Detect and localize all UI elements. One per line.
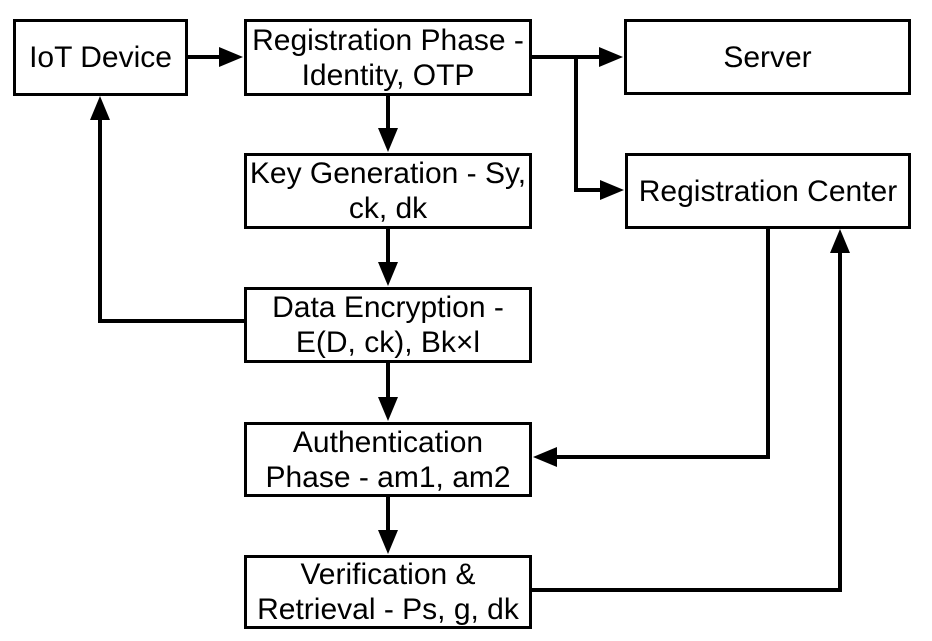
node-registration-phase: Registration Phase - Identity, OTP — [244, 19, 532, 96]
edge-registration-phase-to-key-generation — [378, 96, 398, 152]
node-authentication-phase: Authentication Phase - am1, am2 — [244, 422, 532, 497]
edge-data-encryption-to-authentication-phase — [378, 362, 398, 421]
node-data-encryption: Data Encryption - E(D, ck), Bk×l — [244, 287, 532, 363]
edge-data-encryption-to-iot-device — [90, 96, 244, 323]
edge-key-generation-to-data-encryption — [378, 228, 398, 286]
node-registration-center: Registration Center — [625, 153, 911, 229]
edge-registration-center-to-authentication-phase — [533, 228, 770, 467]
node-key-generation-label: Key Generation - Sy, ck, dk — [249, 157, 527, 225]
node-registration-phase-label: Registration Phase - Identity, OTP — [252, 23, 524, 92]
node-authentication-phase-label: Authentication Phase - am1, am2 — [265, 425, 511, 494]
node-iot-device: IoT Device — [13, 19, 188, 96]
edge-verification-retrieval-to-registration-center — [532, 229, 850, 592]
node-data-encryption-label: Data Encryption - E(D, ck), Bk×l — [272, 291, 504, 359]
node-server-label: Server — [723, 40, 812, 74]
node-verification-retrieval: Verification & Retrieval - Ps, g, dk — [244, 555, 532, 629]
node-verification-retrieval-label: Verification & Retrieval - Ps, g, dk — [257, 558, 519, 626]
node-server: Server — [624, 19, 911, 95]
node-registration-center-label: Registration Center — [638, 174, 898, 208]
edge-iot-device-to-registration-phase — [187, 47, 243, 67]
edge-registration-phase-to-registration-center — [574, 57, 624, 200]
node-iot-device-label: IoT Device — [29, 41, 172, 74]
node-key-generation: Key Generation - Sy, ck, dk — [244, 153, 532, 229]
edge-registration-phase-to-server — [532, 47, 623, 67]
edge-authentication-phase-to-verification-retrieval — [378, 496, 398, 554]
